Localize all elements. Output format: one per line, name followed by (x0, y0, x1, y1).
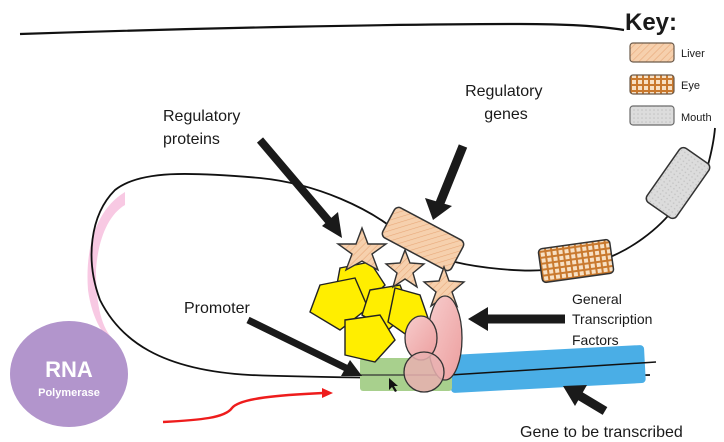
label-gene-to-be-transcribed: Gene to be transcribed (520, 424, 683, 441)
key-item-mouth: Mouth (629, 105, 712, 126)
arrow-regulatory-genes (425, 144, 468, 220)
label-promoter: Promoter (184, 300, 250, 317)
rna-polymerase-title: RNA (45, 357, 93, 382)
mouth-gene-region (645, 146, 711, 220)
pink-arc (87, 192, 125, 345)
transcription-direction-arrow (162, 391, 324, 424)
arrow-regulatory-proteins (256, 137, 342, 238)
liver-gene-region (381, 206, 465, 272)
dna-strand-right (454, 261, 546, 272)
regulatory-star (384, 248, 426, 289)
rna-polymerase (10, 321, 128, 427)
label-regulatory-proteins: Regulatory proteins (163, 108, 245, 148)
mouth-swatch (629, 105, 675, 126)
key-item-liver: Liver (629, 42, 705, 63)
label-general-tf: General Transcription Factors (572, 291, 656, 348)
general-tf (403, 351, 445, 393)
mouse-cursor-icon (389, 378, 398, 392)
key-label-eye: Eye (681, 80, 700, 92)
eye-swatch (629, 74, 675, 95)
liver-swatch (629, 42, 675, 63)
key-item-eye: Eye (629, 74, 700, 95)
label-regulatory-genes: Regulatory genes (465, 83, 547, 123)
key-label-mouth: Mouth (681, 112, 712, 124)
key-label-liver: Liver (681, 48, 705, 60)
key-title: Key: (625, 9, 677, 36)
arrow-gene (563, 385, 608, 415)
arrow-general-tf (468, 307, 565, 331)
regulatory-star (335, 226, 389, 272)
arrow-promoter (246, 316, 362, 376)
rna-polymerase-subtitle: Polymerase (38, 387, 100, 399)
eye-gene-region (537, 238, 615, 284)
dna-strand-right-3 (707, 127, 716, 166)
red-arrowhead-icon (322, 388, 333, 398)
gene-dna-line (449, 361, 657, 376)
dna-strand-top (19, 22, 625, 36)
regulatory-protein (344, 314, 396, 363)
